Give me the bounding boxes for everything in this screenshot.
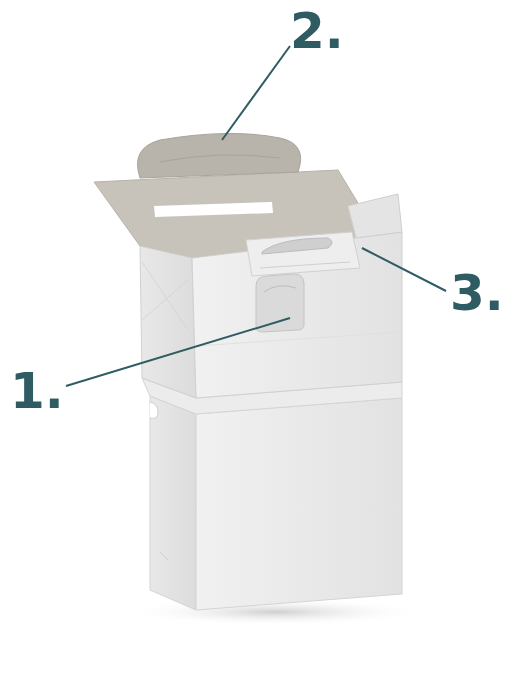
leader-line bbox=[222, 46, 290, 140]
leader-line bbox=[66, 318, 290, 386]
leader-lines bbox=[66, 46, 446, 386]
box-drawing bbox=[94, 133, 425, 626]
callout-number: 2. bbox=[290, 6, 344, 56]
callout-number: 3. bbox=[450, 268, 504, 318]
leader-line bbox=[362, 248, 446, 291]
callout-number: 1. bbox=[10, 366, 64, 416]
